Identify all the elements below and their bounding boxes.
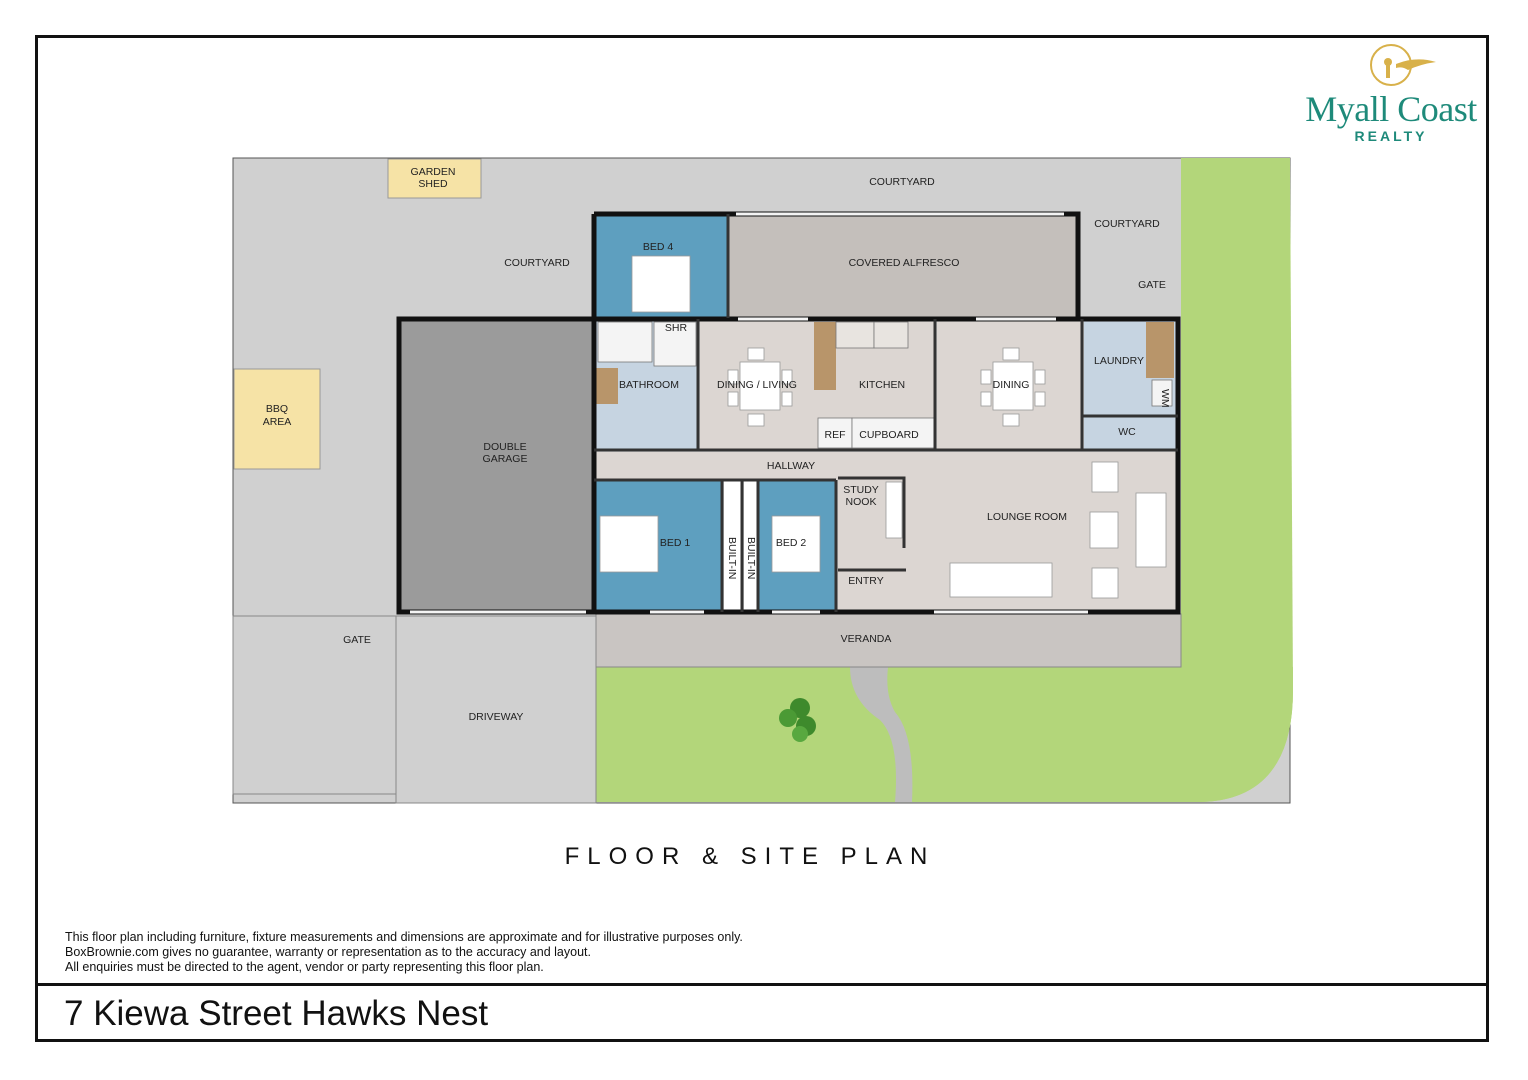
bathroom-label: BATHROOM	[619, 379, 679, 391]
armchair-icon-2	[1091, 567, 1119, 599]
interior-walls	[594, 214, 1178, 612]
double-garage-label: DOUBLE	[483, 441, 526, 453]
kitchen-cooktop	[873, 321, 909, 349]
gate-left-label: GATE	[343, 634, 371, 646]
gate-right-label: GATE	[1138, 279, 1166, 291]
shower-icon	[653, 321, 697, 367]
dining-table-icon	[727, 347, 793, 427]
kitchen-label: KITCHEN	[859, 379, 905, 391]
study-desk-icon	[885, 481, 903, 539]
sofa-icon	[949, 562, 1053, 598]
ref-label: REF	[825, 429, 846, 441]
disclaimer: This floor plan including furniture, fix…	[65, 930, 743, 975]
driveway-area	[395, 615, 597, 804]
coffee-table-icon	[1089, 511, 1119, 549]
veranda-label: VERANDA	[841, 633, 892, 645]
floor-site-plan: GARDEN SHED COURTYARD COURTYARD COURTYAR…	[232, 157, 1293, 804]
built-in-label-1: BUILT-IN	[726, 537, 738, 579]
study-nook-label: STUDY	[843, 484, 879, 496]
bbq-area	[233, 368, 321, 470]
lawn-right	[1181, 158, 1293, 802]
kitchen-bench	[814, 322, 836, 390]
garden-shed	[387, 158, 482, 199]
bbq-label: BBQ	[266, 403, 288, 415]
covered-alfresco-label: COVERED ALFRESCO	[849, 257, 960, 269]
courtyard-top-label: COURTYARD	[869, 176, 935, 188]
bed-icon-4	[631, 255, 691, 313]
disclaimer-line: BoxBrownie.com gives no guarantee, warra…	[65, 945, 591, 959]
garden-shed-label-2: SHED	[418, 178, 448, 190]
bed-icon-1	[599, 515, 659, 573]
brand-name: Myall Coast	[1305, 89, 1477, 129]
bed-icon-2	[771, 515, 821, 573]
wc-label: WC	[1118, 426, 1136, 438]
side-paving-lower	[232, 615, 397, 795]
shrub-icon	[779, 698, 816, 742]
garden-path	[850, 667, 913, 802]
lounge-room-label: LOUNGE ROOM	[987, 511, 1067, 523]
double-garage-label-2: GARAGE	[483, 453, 528, 465]
veranda-area	[595, 613, 1182, 668]
wm-label: WM	[1159, 389, 1171, 408]
garage-floor	[399, 319, 594, 612]
washing-machine-icon	[1151, 379, 1173, 407]
covered-alfresco	[728, 214, 1078, 318]
wc-floor	[1084, 417, 1176, 450]
ref-box	[817, 417, 853, 449]
dining-table-icon-2	[980, 347, 1046, 427]
courtyard-left-label: COURTYARD	[504, 257, 570, 269]
bed2-label: BED 2	[776, 537, 807, 549]
disclaimer-line: This floor plan including furniture, fix…	[65, 930, 743, 944]
dining-label: DINING	[993, 379, 1030, 391]
page-frame	[35, 35, 1489, 1042]
built-in-label-2: BUILT-IN	[745, 537, 757, 579]
key-logo-icon	[1370, 44, 1436, 86]
property-address: 7 Kiewa Street Hawks Nest	[64, 994, 489, 1033]
built-in-1	[724, 480, 742, 612]
cupboard-label: CUPBOARD	[859, 429, 919, 441]
garden-shed-label: GARDEN	[411, 166, 456, 178]
laundry-tub	[1146, 322, 1174, 378]
footer-divider	[35, 983, 1489, 986]
brand-subtitle: REALTY	[1354, 128, 1428, 144]
bed1-label: BED 1	[660, 537, 691, 549]
cupboard-box	[851, 417, 935, 449]
entry-label: ENTRY	[848, 575, 883, 587]
plan-title: FLOOR & SITE PLAN	[564, 843, 936, 870]
sofa-icon-2	[1135, 492, 1167, 568]
driveway-label: DRIVEWAY	[469, 711, 524, 723]
shr-label: SHR	[665, 322, 688, 334]
courtyard-right-label: COURTYARD	[1094, 218, 1160, 230]
bed4-label: BED 4	[643, 241, 674, 253]
laundry-label: LAUNDRY	[1094, 355, 1144, 367]
bbq-label-2: AREA	[263, 416, 292, 428]
lawn-curve	[1181, 667, 1293, 802]
disclaimer-line: All enquiries must be directed to the ag…	[65, 960, 544, 974]
built-in-2	[744, 480, 758, 612]
dining-living-label: DINING / LIVING	[717, 379, 797, 391]
bathtub-icon	[597, 321, 653, 363]
windows	[410, 212, 1088, 614]
hallway-label: HALLWAY	[767, 460, 815, 472]
bathroom-vanity	[596, 368, 618, 404]
kitchen-sink	[835, 321, 875, 349]
armchair-icon	[1091, 461, 1119, 493]
study-nook-label-2: NOOK	[846, 496, 877, 508]
